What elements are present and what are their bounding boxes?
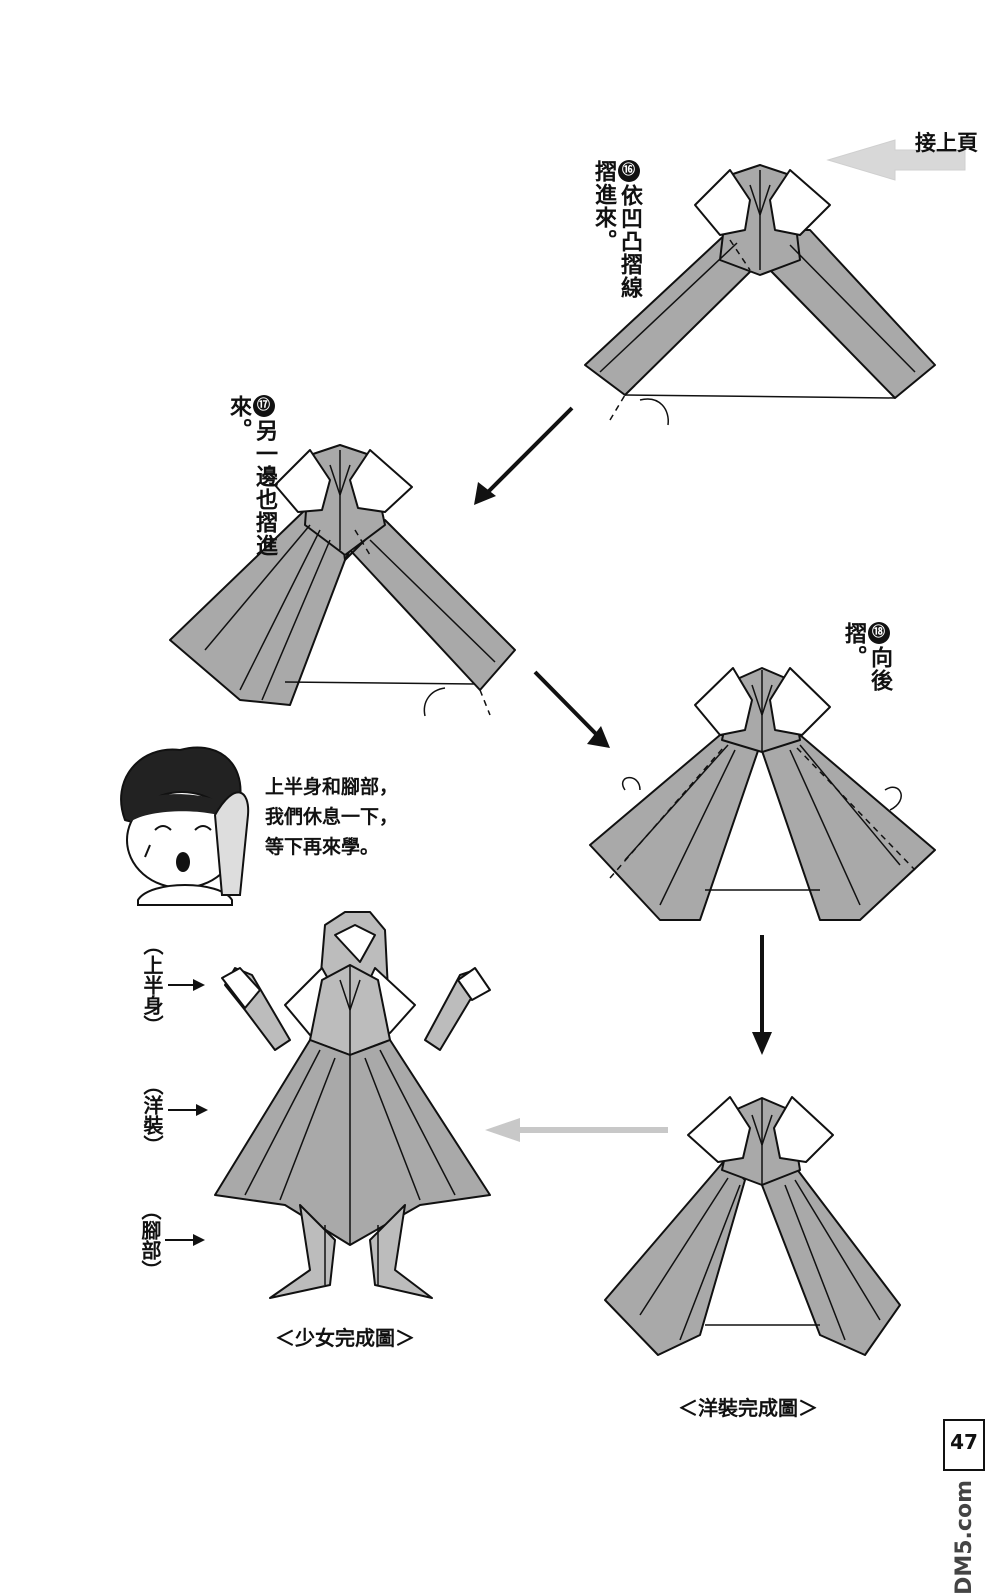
step-arrow-16-17 — [474, 406, 574, 505]
step-arrow-18-final — [752, 935, 772, 1055]
label-dress: （洋裝） — [140, 1075, 164, 1155]
girl-complete-diagram — [214, 911, 491, 1299]
dress-complete-caption: ＜洋裝完成圖＞ — [678, 1396, 818, 1420]
page-number-box — [943, 1419, 985, 1471]
speech-line-2: 我們休息一下， — [265, 806, 399, 828]
speech-line-3: 等下再來學。 — [265, 836, 380, 858]
step16-number: ⑯ — [618, 160, 640, 182]
page-number: 47 — [950, 1430, 978, 1454]
continue-arrow-icon — [826, 139, 966, 181]
character-speech: 上半身和腳部， 我們休息一下， 等下再來學。 — [265, 772, 398, 862]
speech-line-1: 上半身和腳部， — [265, 776, 399, 798]
dress-complete-diagram — [604, 1096, 901, 1356]
continue-label: 接上頁 — [915, 131, 978, 155]
step18-number: ⑱ — [868, 622, 890, 644]
step17-diagram — [169, 444, 516, 717]
gray-arrow-to-girl-icon — [485, 1118, 668, 1142]
cartoon-character — [120, 746, 250, 906]
step16-instruction: ⑯依凹凸摺線摺進來。 — [591, 160, 642, 299]
step16-diagram — [584, 164, 936, 426]
watermark: DM5.com — [952, 1480, 977, 1595]
step-arrow-17-18 — [533, 670, 610, 748]
step17-number: ⑰ — [253, 395, 275, 417]
label-arrows — [165, 979, 208, 1246]
label-upper-body: （上半身） — [140, 935, 164, 1035]
girl-complete-caption: ＜少女完成圖＞ — [275, 1326, 415, 1350]
step18-instruction: ⑱向後摺。 — [841, 622, 892, 692]
step17-instruction: ⑰另一邊也摺進來。 — [226, 395, 277, 557]
label-legs: （腳部） — [138, 1200, 162, 1280]
step18-diagram — [589, 667, 936, 921]
